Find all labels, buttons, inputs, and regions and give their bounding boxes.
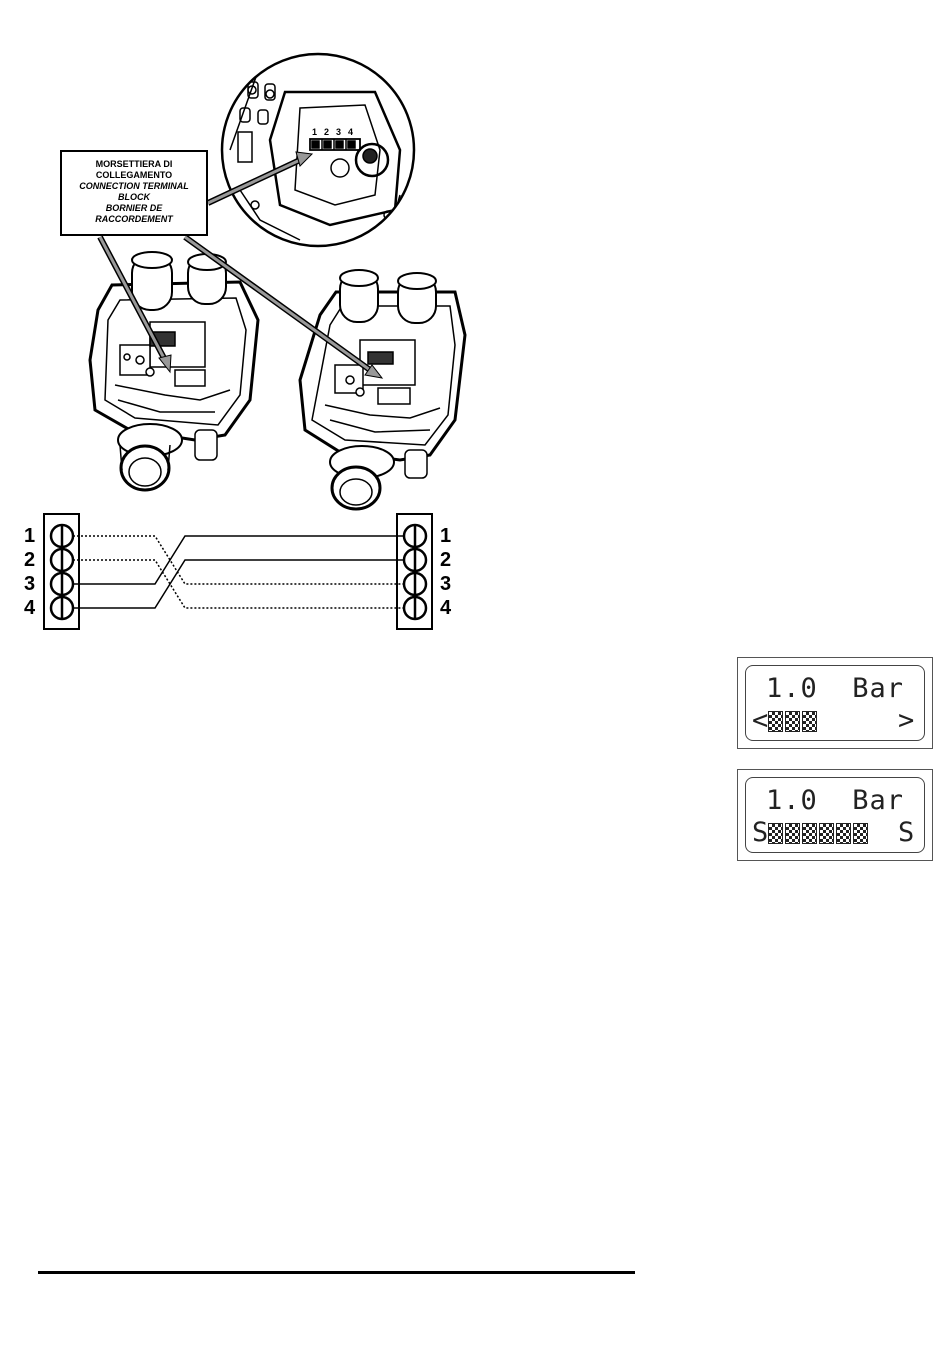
lcd-2-level-block — [836, 823, 851, 844]
lcd-2-level-block — [802, 823, 817, 844]
right-terminal-block — [397, 514, 432, 629]
lcd-2-level-block — [768, 823, 783, 844]
inset-number-1: 1 — [312, 127, 317, 137]
zoom-inset: 1 2 3 4 — [222, 45, 420, 246]
bottom-rule — [38, 1271, 635, 1274]
lcd-2-level-block — [853, 823, 868, 844]
lcd-2-blocks — [768, 823, 868, 844]
wires — [73, 536, 404, 608]
lcd-2-pressure: 1.0 Bar — [746, 786, 924, 816]
lcd-1-bar-line: <> — [752, 706, 924, 736]
label-french-2: RACCORDEMENT — [62, 214, 206, 225]
lcd-1-blocks — [768, 711, 817, 732]
lcd-1-left-char: < — [752, 705, 768, 736]
lcd-1-right-char: > — [898, 706, 914, 736]
left-terminal-block — [44, 514, 79, 629]
left-pump-unit — [90, 252, 258, 490]
lcd-2-left-char: S — [752, 817, 768, 848]
inset-number-3: 3 — [336, 127, 341, 137]
label-english-1: CONNECTION TERMINAL — [62, 181, 206, 192]
label-italian-2: COLLEGAMENTO — [62, 170, 206, 181]
label-english-2: BLOCK — [62, 192, 206, 203]
right-terminal-number-2: 2 — [440, 550, 451, 570]
inset-number-2: 2 — [324, 127, 329, 137]
lcd-display-1: 1.0 Bar <> — [737, 657, 933, 749]
inset-number-4: 4 — [348, 127, 353, 137]
lcd-2-level-block — [819, 823, 834, 844]
right-terminal-number-1: 1 — [440, 526, 451, 546]
lcd-1-level-block — [785, 711, 800, 732]
right-terminal-number-3: 3 — [440, 574, 451, 594]
left-terminal-number-2: 2 — [24, 550, 35, 570]
terminal-block-label: MORSETTIERA DI COLLEGAMENTO CONNECTION T… — [60, 150, 208, 236]
left-terminal-number-3: 3 — [24, 574, 35, 594]
left-terminal-number-1: 1 — [24, 526, 35, 546]
label-italian-1: MORSETTIERA DI — [62, 159, 206, 170]
label-french-1: BORNIER DE — [62, 203, 206, 214]
lcd-1-level-block — [802, 711, 817, 732]
right-pump-unit — [300, 270, 465, 509]
lcd-1-pressure: 1.0 Bar — [746, 674, 924, 704]
left-terminal-number-4: 4 — [24, 598, 35, 618]
lcd-2-level-block — [785, 823, 800, 844]
lcd-2-right-char: S — [898, 818, 914, 848]
lcd-1-level-block — [768, 711, 783, 732]
right-terminal-number-4: 4 — [440, 598, 451, 618]
